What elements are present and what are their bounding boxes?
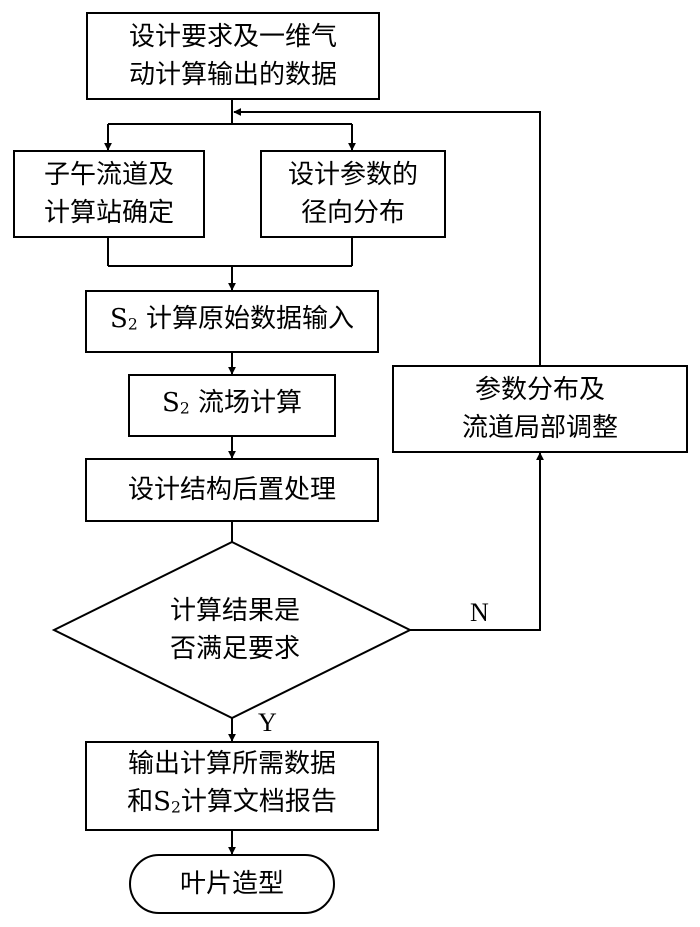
decision-line2: 否满足要求: [169, 634, 300, 664]
meridional-channel-box: 子午流道及 计算站确定: [13, 150, 205, 238]
output-line1: 输出计算所需数据: [127, 749, 336, 780]
post-processing-label: 设计结构后置处理: [127, 475, 336, 505]
adjustment-line2: 流道局部调整: [461, 413, 618, 443]
adjustment-line1: 参数分布及: [474, 375, 605, 405]
design-input-box: 设计要求及一维气 动计算输出的数据: [86, 12, 380, 100]
no-label: N: [470, 598, 489, 627]
post-processing-box: 设计结构后置处理: [85, 458, 379, 522]
connector-feedback-loop: [233, 108, 541, 365]
design-input-line1: 设计要求及一维气: [128, 22, 337, 52]
decision-line1: 计算结果是: [169, 596, 300, 626]
output-line2: 和S2计算文档报告: [127, 787, 337, 818]
s2-flow-box: S2 流场计算: [128, 374, 336, 437]
radial-distribution-line2: 径向分布: [300, 198, 405, 228]
radial-distribution-line1: 设计参数的: [287, 160, 418, 190]
s2-flow-label: S2 流场计算: [162, 387, 302, 418]
yes-label: Y: [258, 708, 277, 737]
decision-diamond-shape: [51, 540, 413, 720]
output-box: 输出计算所需数据 和S2计算文档报告: [85, 741, 379, 831]
adjustment-box: 参数分布及 流道局部调整: [392, 365, 688, 453]
radial-distribution-box: 设计参数的 径向分布: [260, 150, 446, 238]
meridional-channel-line2: 计算站确定: [43, 198, 174, 228]
decision-label: 计算结果是 否满足要求: [120, 585, 350, 675]
connector-decision-no: [410, 452, 544, 631]
s2-input-box: S2 计算原始数据输入: [85, 290, 379, 353]
terminal-blade-modeling: 叶片造型: [129, 854, 335, 914]
s2-input-label: S2 计算原始数据输入: [110, 303, 354, 334]
design-input-line2: 动计算输出的数据: [128, 60, 337, 90]
terminal-label: 叶片造型: [179, 869, 284, 899]
meridional-channel-line1: 子午流道及: [43, 160, 174, 190]
